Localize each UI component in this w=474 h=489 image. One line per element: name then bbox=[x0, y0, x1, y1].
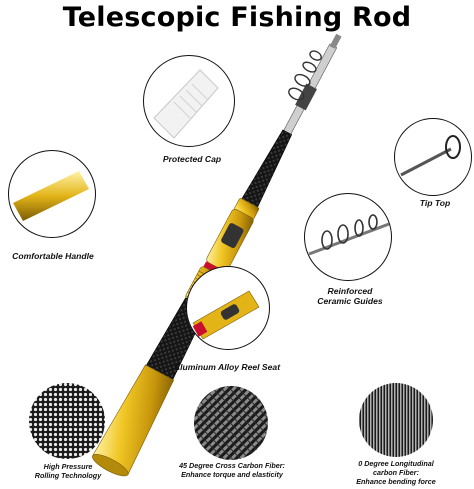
tip-top-icon bbox=[400, 135, 461, 177]
tip-top-label: Tip Top bbox=[419, 198, 451, 208]
longitudinal-carbon-label-line1: 0 Degree Longitudinal bbox=[358, 459, 434, 468]
cross-carbon-label-line1: 45 Degree Cross Carbon Fiber: bbox=[179, 461, 285, 470]
comfortable-handle-label: Comfortable Handle bbox=[12, 251, 94, 261]
reel-seat-icon bbox=[192, 290, 260, 340]
ceramic-guides-label-line1: Reinforced bbox=[327, 286, 373, 296]
protected-cap-icon bbox=[153, 69, 219, 139]
reel-seat-detail bbox=[186, 266, 270, 350]
tip-top-detail bbox=[394, 118, 472, 196]
ceramic-guides-icon bbox=[308, 214, 390, 256]
cross-carbon-fiber-detail bbox=[193, 385, 269, 461]
protected-cap-label: Protected Cap bbox=[162, 154, 222, 164]
cross-carbon-icon bbox=[194, 386, 268, 460]
longitudinal-carbon-fiber-detail bbox=[358, 382, 434, 458]
reel-seat-label: Aluminum Alloy Reel Seat bbox=[173, 362, 281, 372]
protected-cap-detail bbox=[143, 55, 235, 147]
rolling-dots-icon bbox=[29, 383, 105, 459]
ceramic-guides-detail bbox=[304, 193, 392, 281]
page-title: Telescopic Fishing Rod bbox=[62, 2, 412, 33]
ceramic-guides-label-line2: Ceramic Guides bbox=[317, 296, 383, 306]
longitudinal-carbon-icon bbox=[359, 383, 433, 457]
comfortable-handle-detail bbox=[8, 150, 96, 238]
cross-carbon-label-line2: Enhance torque and elasticity bbox=[181, 470, 283, 479]
high-pressure-detail bbox=[28, 382, 106, 460]
handle-icon bbox=[13, 171, 89, 221]
high-pressure-label-line2: Rolling Technology bbox=[34, 471, 102, 480]
high-pressure-label-line1: High Pressure bbox=[43, 462, 93, 471]
longitudinal-carbon-label-line3: Enhance bending force bbox=[356, 477, 436, 486]
longitudinal-carbon-label-line2: carbon Fiber: bbox=[373, 468, 419, 477]
